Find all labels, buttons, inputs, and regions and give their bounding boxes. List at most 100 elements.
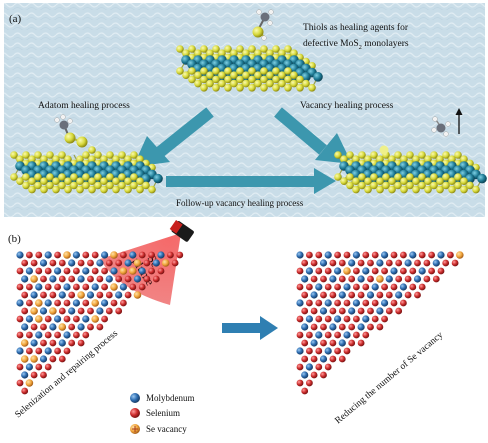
molybdenum-atom: [82, 267, 90, 275]
sulfur-atom: [88, 177, 96, 185]
sulfur-atom: [436, 185, 444, 194]
molybdenum-atom: [315, 331, 323, 339]
selenium-atom: [418, 251, 426, 259]
sulfur-atom: [382, 173, 390, 181]
selenium-atom: [329, 259, 337, 267]
selenium-atom: [432, 275, 440, 283]
selenium-atom: [63, 299, 71, 307]
process-arrow: [222, 316, 278, 340]
selenium-atom: [301, 307, 309, 315]
molybdenum-atom: [348, 307, 356, 315]
molybdenum-atom: [101, 251, 109, 259]
selenium-atom: [176, 251, 184, 259]
molybdenum-atom: [310, 291, 318, 299]
follow-up-healing-label: Follow-up vacancy healing process: [176, 198, 304, 208]
selenium-atom: [129, 283, 137, 291]
selenium-atom: [385, 259, 393, 267]
sulfur-atom: [370, 151, 378, 159]
selenium-atom: [353, 283, 360, 291]
sulfur-atom: [272, 84, 280, 92]
selenium-atom: [418, 283, 426, 291]
molybdenum-atom: [39, 355, 48, 363]
selenium-atom: [400, 267, 407, 275]
molybdenum-atom: [334, 267, 342, 275]
molybdenum-atom: [72, 251, 80, 259]
selenium-atom: [395, 259, 403, 267]
selenium-atom: [310, 275, 318, 283]
repaired-lattice: [296, 251, 464, 395]
selenium-atom: [40, 339, 47, 347]
selenium-atom: [16, 267, 24, 275]
sulfur-atom: [182, 71, 190, 79]
selenium-atom: [310, 307, 318, 315]
sulfur-atom: [442, 151, 450, 159]
selenium-atom: [110, 299, 118, 307]
molybdenum-atom: [348, 259, 356, 267]
se-vacancy: [30, 275, 38, 283]
molybdenum-atom: [63, 283, 71, 291]
molybdenum-atom: [152, 259, 160, 267]
selenium-atom: [16, 331, 24, 339]
selenium-atom: [400, 251, 407, 259]
sulfur-atom: [260, 67, 268, 75]
selenium-atom: [68, 323, 76, 331]
sulfur-atom: [118, 151, 126, 159]
sulfur-atom: [64, 177, 72, 185]
molybdenum-atom: [324, 251, 332, 259]
sulfur-atom: [278, 71, 286, 79]
sulfur-atom: [424, 185, 432, 194]
sulfur-atom: [82, 151, 90, 159]
sulfur-atom: [412, 177, 420, 185]
molybdenum-atom: [301, 275, 309, 283]
sulfur-atom: [10, 173, 18, 181]
sulfur-atom: [176, 45, 184, 53]
sulfur-atom: [254, 79, 262, 88]
sulfur-atom: [466, 181, 474, 190]
selenium-atom: [310, 259, 318, 267]
sulfur-atom: [442, 181, 450, 190]
sulfur-atom: [218, 79, 226, 88]
sulfur-atom: [176, 67, 184, 75]
sulfur-atom: [284, 45, 292, 53]
sulfur-atom: [28, 177, 36, 185]
selenium-atom: [324, 315, 332, 323]
molybdenum-atom: [16, 299, 24, 307]
sulfur-atom: [460, 185, 468, 194]
selenium-atom: [320, 275, 327, 283]
selenium-atom: [96, 291, 104, 299]
selenium-atom: [301, 291, 309, 299]
sulfur-atom: [260, 84, 268, 92]
sulfur-atom: [106, 151, 114, 159]
selenium-atom: [451, 259, 459, 267]
sulfur-atom: [430, 173, 438, 181]
molybdenum-atom: [310, 339, 318, 347]
selenium-atom: [367, 307, 374, 315]
sulfur-atom: [412, 155, 420, 163]
sulfur-atom: [424, 155, 432, 163]
sulfur-atom: [230, 49, 238, 57]
selenium-atom: [58, 259, 66, 267]
molybdenum-atom: [21, 275, 29, 283]
se-vacancy: [161, 259, 170, 267]
molybdenum-atom: [399, 283, 407, 291]
selenium-atom: [310, 355, 318, 363]
sulfur-atom: [52, 177, 60, 185]
selenium-atom: [49, 339, 57, 347]
sulfur-atom: [418, 173, 426, 181]
sulfur-atom: [358, 173, 366, 181]
molybdenum-atom: [25, 267, 33, 275]
selenium-atom: [357, 307, 365, 315]
sulfur-atom: [28, 155, 36, 163]
selenium-atom: [77, 307, 85, 315]
sulfur-atom: [76, 177, 84, 185]
molybdenum-atom: [313, 72, 323, 82]
selenium-atom: [82, 251, 90, 259]
sulfur-atom: [248, 45, 256, 53]
selenium-atom: [35, 363, 43, 371]
selenium-atom: [315, 315, 323, 323]
sulfur-atom: [370, 181, 378, 190]
selenium-atom: [87, 275, 94, 283]
selenium-atom: [395, 307, 403, 315]
molybdenum-atom: [39, 307, 48, 315]
sulfur-atom: [212, 45, 220, 53]
